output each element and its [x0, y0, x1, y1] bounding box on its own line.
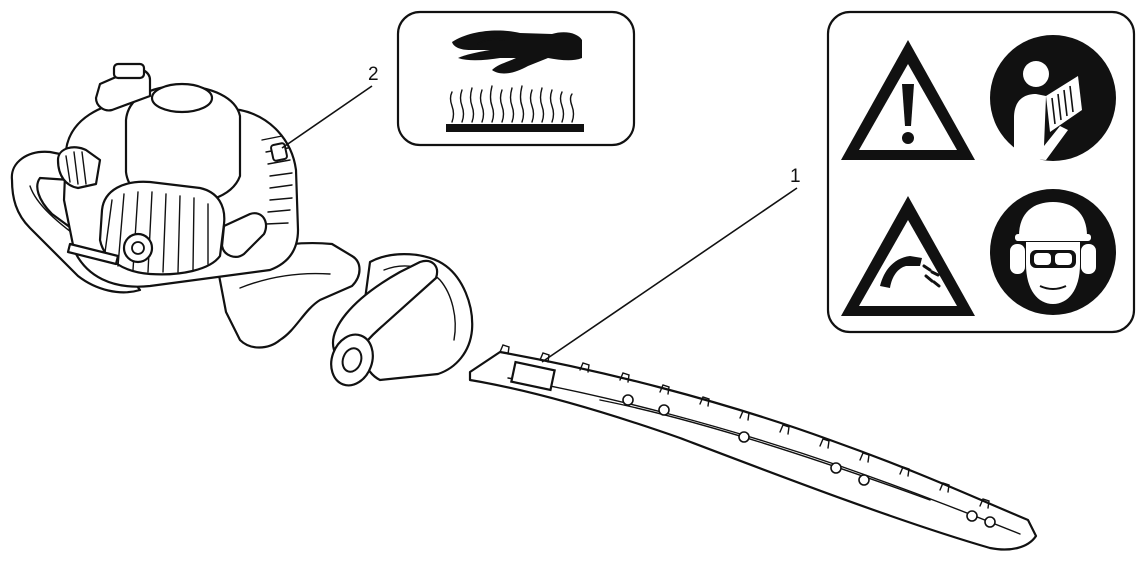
callout-label-2: 2	[368, 64, 379, 85]
warning-triangle-icon	[841, 40, 975, 160]
blade-bar	[468, 344, 1038, 551]
callout-label-1: 1	[790, 166, 801, 187]
safety-panel	[826, 10, 1136, 334]
wear-protection-icon	[990, 189, 1116, 315]
engine	[56, 62, 300, 288]
heat-waves-icon	[446, 85, 584, 132]
callout-2: 2	[281, 64, 379, 149]
read-manual-icon	[990, 35, 1116, 161]
blade-decal	[510, 360, 556, 392]
hand-icon	[452, 30, 582, 74]
callout-1: 1	[541, 166, 801, 363]
thrown-objects-warning-icon	[841, 196, 975, 316]
hot-surface-panel	[396, 10, 636, 147]
front-handle	[330, 253, 474, 387]
hedge-trimmer	[10, 62, 1038, 551]
